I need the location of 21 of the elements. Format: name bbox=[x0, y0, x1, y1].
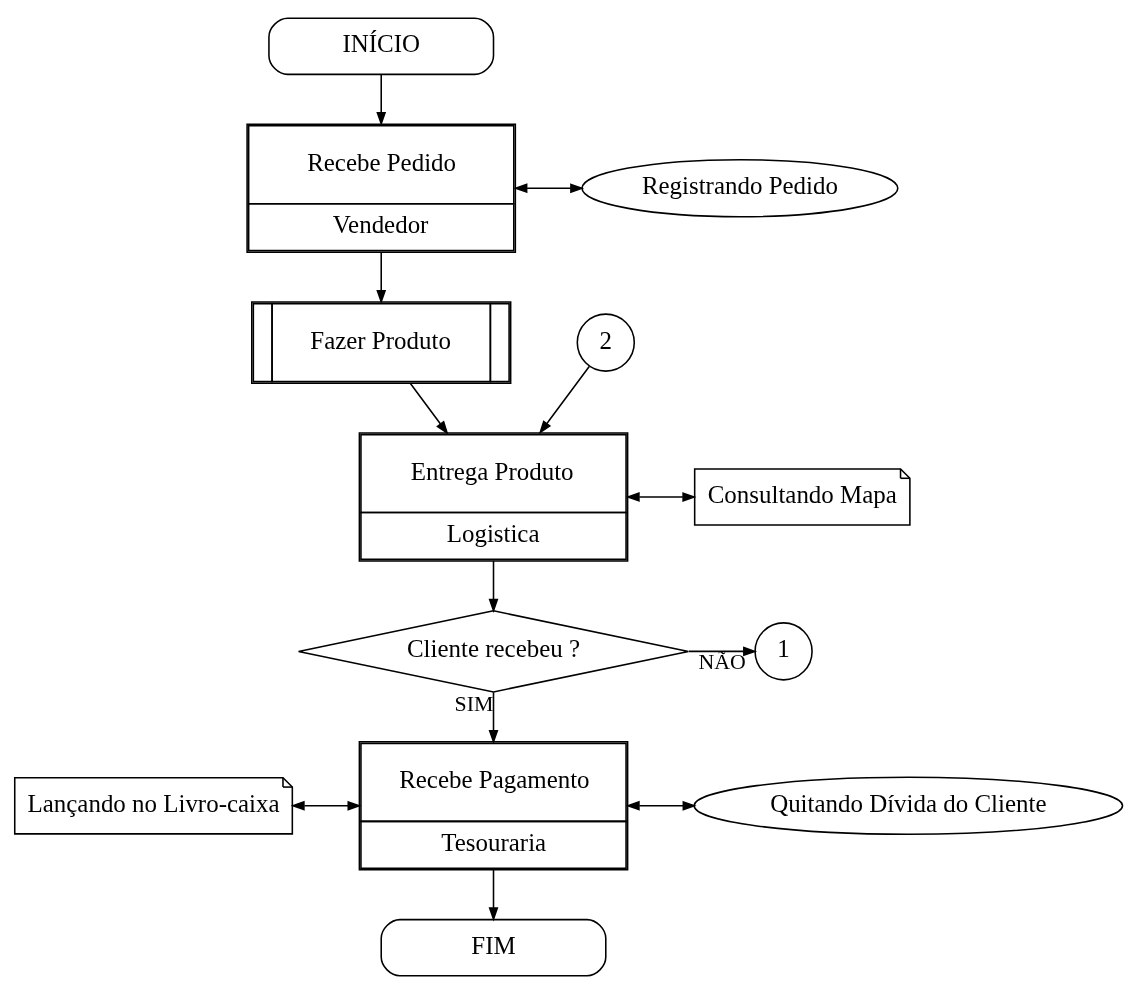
arrow bbox=[376, 251, 387, 305]
arrow bbox=[488, 869, 499, 922]
arrow bbox=[376, 73, 387, 127]
arrow bbox=[538, 365, 590, 435]
arrow bbox=[625, 800, 697, 811]
node-circle: 2 bbox=[576, 313, 636, 372]
edge-label: NÃO bbox=[698, 649, 746, 674]
node-diamond: Cliente recebeu ? bbox=[297, 610, 690, 693]
edge-label: SIM bbox=[454, 692, 494, 717]
node-ellipse: Quitando Dívida do Cliente bbox=[693, 776, 1124, 836]
node-ellipse: Registrando Pedido bbox=[581, 158, 899, 218]
arrow bbox=[513, 183, 585, 194]
arrow bbox=[688, 646, 758, 657]
arrow bbox=[290, 800, 362, 811]
node-box: INÍCIO bbox=[268, 17, 495, 76]
node-circle: 1 bbox=[754, 622, 813, 681]
arrow bbox=[409, 382, 449, 435]
arrow bbox=[625, 492, 697, 502]
arrow bbox=[488, 560, 499, 613]
node-box: FIM bbox=[380, 918, 607, 977]
arrow bbox=[488, 691, 499, 744]
